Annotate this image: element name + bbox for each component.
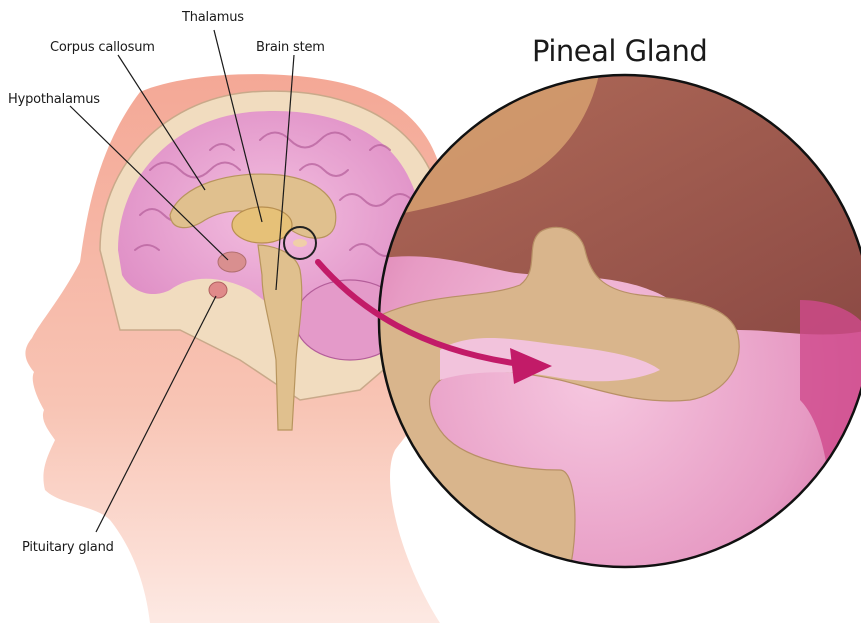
pineal-zoom-detail (370, 70, 861, 600)
detail-title: Pineal Gland (532, 34, 707, 68)
label-hypothalamus: Hypothalamus (8, 92, 100, 107)
label-thalamus: Thalamus (182, 10, 244, 25)
pineal-gland-small (293, 239, 307, 247)
label-brain-stem: Brain stem (256, 40, 325, 55)
thalamus (232, 207, 292, 243)
pituitary-gland (209, 282, 227, 298)
label-corpus-callosum: Corpus callosum (50, 40, 155, 55)
label-pituitary-gland: Pituitary gland (22, 540, 114, 555)
